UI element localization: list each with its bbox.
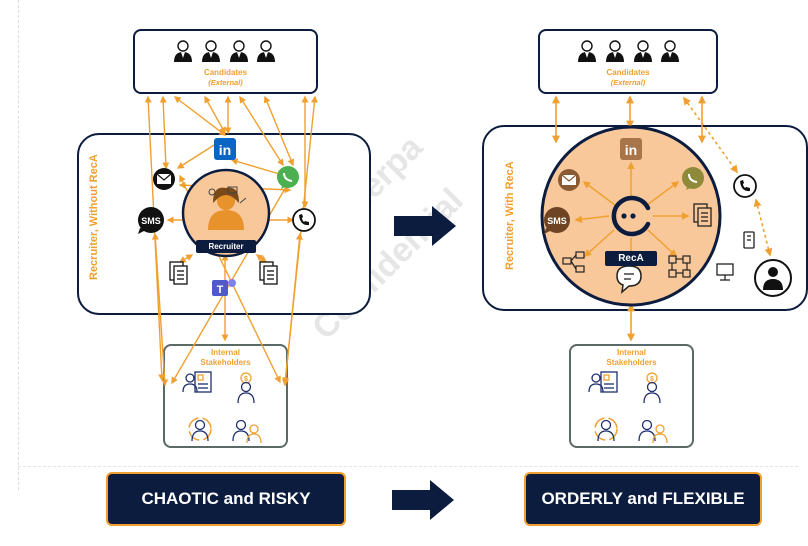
left-stakeholder-resume-icon: [182, 371, 212, 393]
right-candidates-box: Candidates (External): [538, 29, 718, 94]
right-candidate-person-2-icon: [605, 40, 625, 63]
right-stakeholder-resume-icon: [588, 371, 618, 393]
left-candidates-title: Candidates: [203, 68, 248, 77]
left-candidate-person-1-icon: [173, 40, 193, 63]
right-candidates-subtitle: (External): [610, 78, 646, 87]
recruiter-tag: Recruiter: [196, 240, 256, 253]
left-candidates-subtitle: (External): [208, 78, 243, 87]
right-candidates-title: Candidates: [606, 68, 650, 77]
right-stakeholder-finance-icon: $: [643, 372, 661, 404]
svg-text:in: in: [625, 142, 637, 158]
left-candidate-person-3-icon: [229, 40, 249, 63]
right-stakeholders-box: Internal Stakeholders: [569, 344, 694, 448]
reca-logo-icon: [611, 195, 651, 237]
middle-transition-arrow: [394, 206, 456, 246]
right-phone-icon: [733, 174, 757, 198]
left-stakeholder-cycle-icon: [188, 417, 212, 442]
right-whatsapp-icon: [682, 167, 704, 190]
right-stakeholders-title-2: Stakeholders: [606, 358, 657, 367]
left-email-icon: [153, 168, 175, 190]
right-external-user-icon: [754, 259, 792, 297]
left-candidate-person-2-icon: [201, 40, 221, 63]
left-bottom-label: CHAOTIC and RISKY: [106, 472, 346, 526]
right-sms-icon: SMS: [544, 207, 570, 234]
right-monitor-icon: [716, 263, 734, 281]
left-stakeholder-finance-icon: $: [237, 372, 255, 404]
left-documents-icon-2: [259, 261, 278, 285]
right-email-icon: [558, 169, 580, 191]
left-candidates-box: Candidates (External): [133, 29, 318, 94]
left-teams-icon: T: [212, 279, 236, 296]
right-candidate-person-1-icon: [577, 40, 597, 63]
dashed-guide-h: [18, 466, 798, 467]
right-bottom-label: ORDERLY and FLEXIBLE: [524, 472, 762, 526]
right-candidate-person-4-icon: [660, 40, 680, 63]
left-recruiter-person-icon: [208, 187, 244, 230]
left-linkedin-icon: in: [214, 138, 236, 160]
right-workflow-icon: [562, 251, 585, 273]
right-network-icon: [668, 255, 691, 278]
right-stakeholder-cycle-icon: [594, 417, 618, 442]
svg-text:T: T: [217, 284, 224, 296]
svg-text:$: $: [244, 376, 248, 383]
right-mobile-icon: [743, 231, 755, 249]
left-sms-icon: SMS: [138, 207, 164, 234]
left-whatsapp-icon: [277, 166, 299, 189]
reca-tag: RecA: [605, 251, 657, 266]
svg-text:$: $: [650, 376, 654, 383]
left-recruiter-tools-icon: [208, 186, 247, 204]
left-documents-icon-1: [169, 261, 188, 285]
right-hub-spokes: [574, 161, 690, 272]
right-chat-icon: [616, 265, 642, 294]
right-stakeholders-title-1: Internal: [617, 348, 646, 357]
svg-text:SMS: SMS: [547, 216, 567, 226]
left-phone-icon: [292, 208, 316, 232]
svg-text:SMS: SMS: [141, 216, 161, 226]
dashed-guide: [18, 0, 19, 490]
svg-text:in: in: [219, 142, 231, 158]
right-stakeholder-team-icon: [638, 419, 668, 444]
right-documents-icon: [693, 203, 712, 227]
right-candidate-person-3-icon: [633, 40, 653, 63]
left-stakeholder-team-icon: [232, 419, 262, 444]
bottom-transition-arrow: [392, 480, 454, 520]
right-linkedin-icon: in: [620, 138, 642, 160]
left-candidate-person-4-icon: [256, 40, 276, 63]
